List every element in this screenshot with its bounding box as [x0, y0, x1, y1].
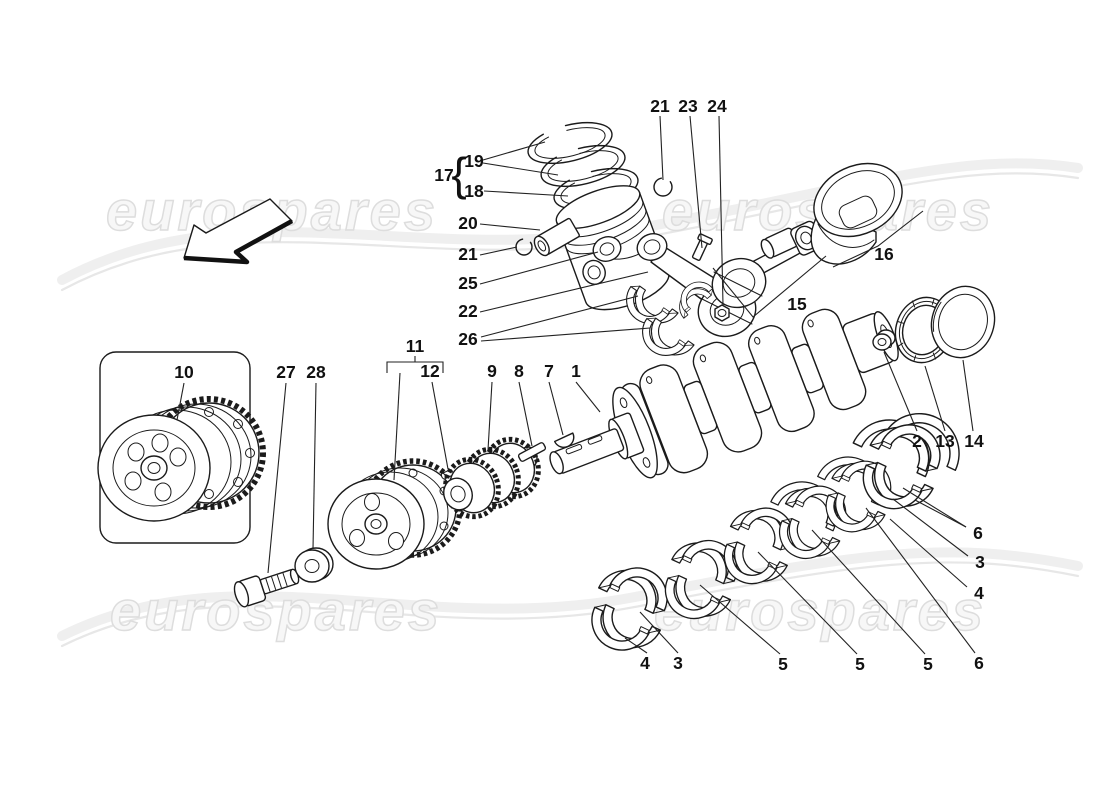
part-number-label: 1 [571, 361, 581, 381]
part-number-label: 3 [673, 653, 683, 673]
piston-pin [533, 217, 580, 257]
timing-pulley [327, 458, 463, 570]
part-number-label: 6 [973, 523, 983, 543]
part-number-label: 5 [778, 654, 788, 674]
part-number-label: 10 [174, 362, 194, 382]
piston-2 [810, 162, 903, 265]
part-number-label: 4 [640, 653, 650, 673]
seal-ring-outer [930, 285, 996, 359]
part-number-label: 16 [874, 244, 894, 264]
pilot-bushing [872, 329, 896, 351]
part-number-label: 24 [707, 96, 727, 116]
rod-bolt [691, 233, 713, 261]
circlip [653, 177, 673, 197]
part-number-label: 17 [434, 165, 453, 185]
part-number-label: 18 [464, 181, 484, 201]
brace-17: { [451, 148, 466, 200]
part-number-label: 12 [420, 361, 440, 381]
part-number-label: 19 [464, 151, 484, 171]
part-number-label: 9 [487, 361, 497, 381]
part-number-label: 3 [975, 552, 985, 572]
leader-lines [176, 115, 976, 655]
part-number-label: 6 [974, 653, 984, 673]
piston-rings [527, 121, 639, 211]
part-number-label: 5 [923, 654, 933, 674]
part-number-label: 23 [678, 96, 698, 116]
small-end-bushing [592, 236, 622, 262]
part-number-label: 11 [406, 336, 425, 356]
part-number-label: 22 [458, 301, 478, 321]
key-woodruff [553, 432, 575, 448]
part-number-label: 8 [514, 361, 524, 381]
part-number-label: 4 [974, 583, 984, 603]
key-parallel [517, 442, 547, 462]
washer [294, 547, 334, 583]
bracket-group-15 [712, 255, 827, 318]
direction-arrow-icon [183, 198, 294, 265]
part-number-label: 20 [458, 213, 478, 233]
part-number-label: 21 [650, 96, 670, 116]
part-number-label: 15 [787, 294, 807, 314]
pulley-bolt [233, 568, 300, 608]
part-number-label: 26 [458, 329, 478, 349]
part-number-label: 14 [964, 431, 984, 451]
part-number-label: 27 [276, 362, 295, 382]
watermark-text: eurospares [654, 579, 986, 642]
part-number-label: 28 [306, 362, 326, 382]
rod-nut [714, 304, 730, 322]
part-number-label: 25 [458, 273, 478, 293]
part-number-label: 2 [912, 431, 922, 451]
bracket-group-11 [386, 356, 444, 373]
bracket-group-16 [832, 210, 924, 268]
main-bearing-unit-flanged [852, 399, 973, 524]
part-number-label: 5 [855, 654, 865, 674]
part-number-label: 7 [544, 361, 554, 381]
part-number-label: 13 [935, 431, 955, 451]
damper-pulley [97, 396, 266, 522]
part-number-label: 21 [458, 244, 478, 264]
